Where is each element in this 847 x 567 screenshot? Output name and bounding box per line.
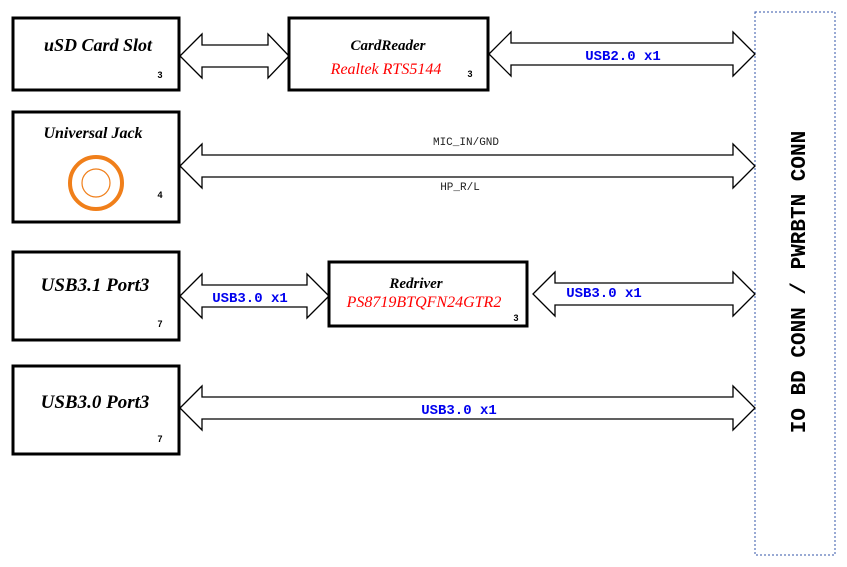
io-board-connector: [754, 11, 836, 556]
audio-jack-icon: [68, 155, 124, 211]
usd-card-slot-page-number: 3: [157, 70, 162, 80]
connector-label: IO BD CONN / PWRBTN CONN: [789, 131, 812, 433]
usb30-port3-page-number: 7: [157, 434, 162, 444]
redriver-title: Redriver: [388, 276, 442, 292]
usb30-bus-label: USB3.0 x1: [421, 403, 497, 419]
usb30-port3-block: [11, 364, 181, 456]
universal-jack-page-number: 4: [157, 190, 162, 200]
redriver-block: [327, 260, 529, 328]
universal-jack-title: Universal Jack: [43, 125, 142, 142]
usb31-port3-page-number: 7: [157, 319, 162, 329]
usb30-port3-title: USB3.0 Port3: [41, 392, 150, 413]
jack-to-connector-arrow: [179, 142, 756, 190]
usb30-to-connector-arrow: [179, 384, 756, 432]
usd-card-slot-title: uSD Card Slot: [44, 35, 153, 55]
cardreader-page-number: 3: [467, 69, 472, 79]
usb31-port3-title: USB3.1 Port3: [41, 275, 150, 296]
mic-in-gnd-label: MIC_IN/GND: [433, 137, 499, 149]
redriver-bus-label: USB3.0 x1: [566, 286, 642, 302]
universal-jack-block: [11, 110, 181, 224]
redriver-page-number: 3: [513, 313, 518, 323]
redriver-part-number: PS8719BTQFN24GTR2: [346, 294, 502, 311]
usd-card-slot-block: [11, 16, 181, 92]
audio-jack-inner-ring: [81, 168, 111, 198]
usb2-bus-label: USB2.0 x1: [585, 49, 661, 65]
cardreader-block: [287, 16, 490, 92]
redriver-to-connector-arrow: [532, 270, 756, 318]
hp-rl-label: HP_R/L: [440, 182, 480, 194]
cardreader-title: CardReader: [351, 38, 426, 54]
cardreader-part-number: Realtek RTS5144: [330, 61, 442, 78]
usb31-port3-block: [11, 250, 181, 342]
usb31-bus-label: USB3.0 x1: [212, 291, 288, 307]
cardreader-to-connector-arrow: [488, 30, 756, 78]
usd-to-cardreader-arrow: [179, 32, 290, 80]
